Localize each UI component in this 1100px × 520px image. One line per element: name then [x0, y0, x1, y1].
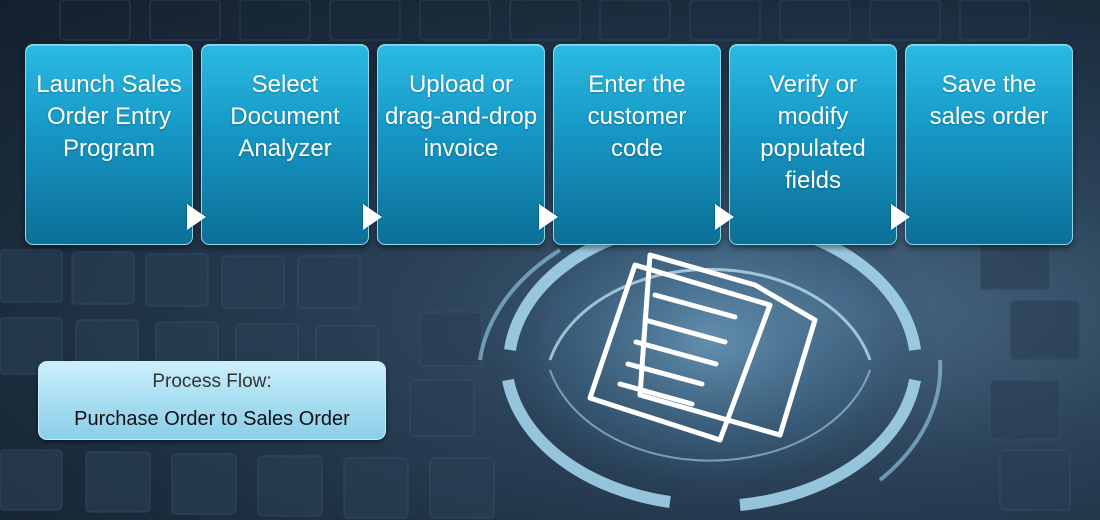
step-3-box: Upload or drag-and-drop invoice	[377, 44, 545, 245]
process-steps: Launch Sales Order Entry Program Select …	[25, 44, 1075, 245]
step-1-box: Launch Sales Order Entry Program	[25, 44, 193, 245]
step-label: Save the sales order	[929, 71, 1049, 130]
document-icon	[587, 252, 818, 443]
document-lines	[617, 292, 738, 407]
process-flow-title: Process Flow:	[152, 371, 272, 392]
step-2-box: Select Document Analyzer	[201, 44, 369, 245]
arrow-right-icon	[187, 204, 206, 230]
ring-graphic	[478, 240, 943, 511]
step-label: Upload or drag-and-drop invoice	[384, 71, 538, 162]
process-flow-label-box: Process Flow: Purchase Order to Sales Or…	[38, 361, 386, 440]
arrow-right-icon	[891, 204, 910, 230]
step-label: Launch Sales Order Entry Program	[36, 71, 182, 162]
step-label: Verify or modify populated fields	[760, 71, 866, 194]
process-flow-subtitle: Purchase Order to Sales Order	[74, 408, 350, 430]
arrow-right-icon	[715, 204, 734, 230]
arrow-right-icon	[539, 204, 558, 230]
step-label: Select Document Analyzer	[230, 71, 340, 162]
document-ring-emblem	[478, 240, 943, 520]
arrow-right-icon	[363, 204, 382, 230]
step-4-box: Enter the customer code	[553, 44, 721, 245]
step-6-box: Save the sales order	[905, 44, 1073, 245]
step-label: Enter the customer code	[587, 71, 687, 162]
step-5-box: Verify or modify populated fields	[729, 44, 897, 245]
